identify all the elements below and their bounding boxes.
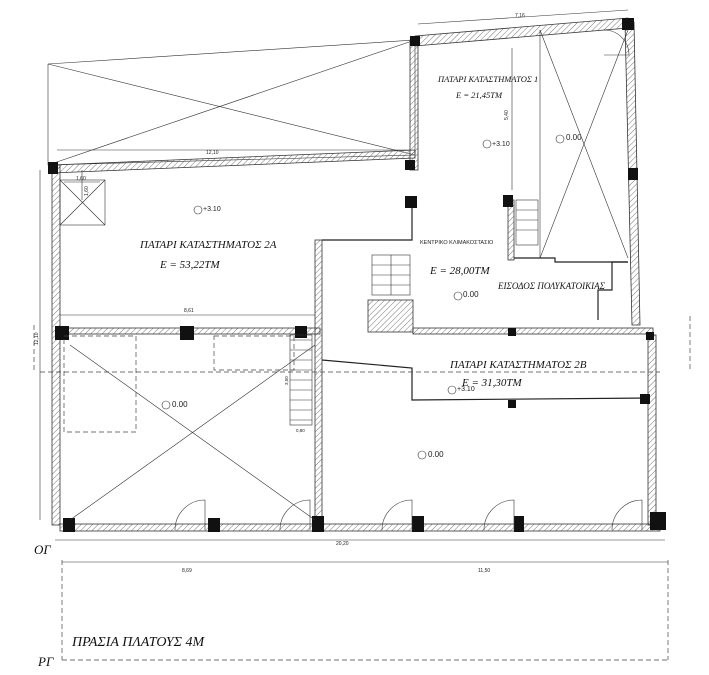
dim-left-vertical: 12,10 — [34, 332, 40, 345]
dim-mezz-width: 8,61 — [184, 308, 194, 314]
dim-top: 7,16 — [515, 13, 525, 19]
void-crosses — [59, 29, 629, 521]
level-shop2a: +3.10 — [203, 206, 221, 213]
level-shop1-lower: 0.00 — [566, 133, 582, 142]
dim-bottom-total: 20,20 — [336, 541, 349, 547]
og-label: ΟΓ — [34, 542, 51, 557]
level-shop1-upper: +3.10 — [492, 141, 510, 148]
shop2a-title: ΠΑΤΑΡΙ ΚΑΤΑΣΤΗΜΑΤΟΣ 2Α — [139, 239, 277, 251]
rg-label: ΡΓ — [37, 654, 54, 669]
level-left-lower: 0.00 — [172, 400, 188, 409]
dim-mid-top: 12,10 — [206, 150, 219, 156]
shop1-title: ΠΑΤΑΡΙ ΚΑΤΑΣΤΗΜΑΤΟΣ 1 — [437, 74, 538, 84]
dim-small-w: 1,60 — [76, 176, 86, 182]
shop2b-title: ΠΑΤΑΡΙ ΚΑΤΑΣΤΗΜΑΤΟΣ 2Β — [449, 359, 587, 371]
shop1-area: E = 21,45TM — [455, 90, 503, 100]
dim-stair-w: 0,80 — [296, 428, 305, 433]
dim-bottom-right: 11,50 — [478, 568, 490, 574]
dimension-lines — [39, 9, 668, 563]
shop2a-area: E = 53,22TM — [159, 259, 221, 271]
dim-bottom-left: 8,69 — [182, 568, 192, 574]
shop2b-area: E = 31,30TM — [461, 377, 523, 389]
level-entrance: 0.00 — [463, 290, 479, 299]
level-right-lower: 0.00 — [428, 450, 444, 459]
dim-shop1-vertical: 5,40 — [504, 110, 510, 120]
upper-void — [47, 39, 416, 166]
doors — [174, 29, 643, 531]
walls — [51, 17, 661, 532]
dim-stair-h: 3,50 — [284, 376, 289, 385]
level-shop2b: +3.10 — [457, 386, 475, 393]
dim-small-h: 1,60 — [84, 186, 90, 196]
level-markers — [161, 134, 565, 460]
columns — [48, 18, 666, 532]
prasia-label: ΠΡΑΣΙΑ ΠΛΑΤΟΥΣ 4Μ — [71, 635, 205, 650]
entrance-area: E = 28,00TM — [429, 265, 491, 277]
stair-label: ΚΕΝΤΡΙΚΟ ΚΛΙΜΑΚΟΣΤΑΣΙΟ — [420, 240, 494, 246]
dashed-boxes — [33, 316, 691, 661]
entrance-title: ΕΙΣΟΔΟΣ ΠΟΛΥΚΑΤΟΙΚΙΑΣ — [497, 281, 606, 291]
stairs — [289, 199, 539, 426]
